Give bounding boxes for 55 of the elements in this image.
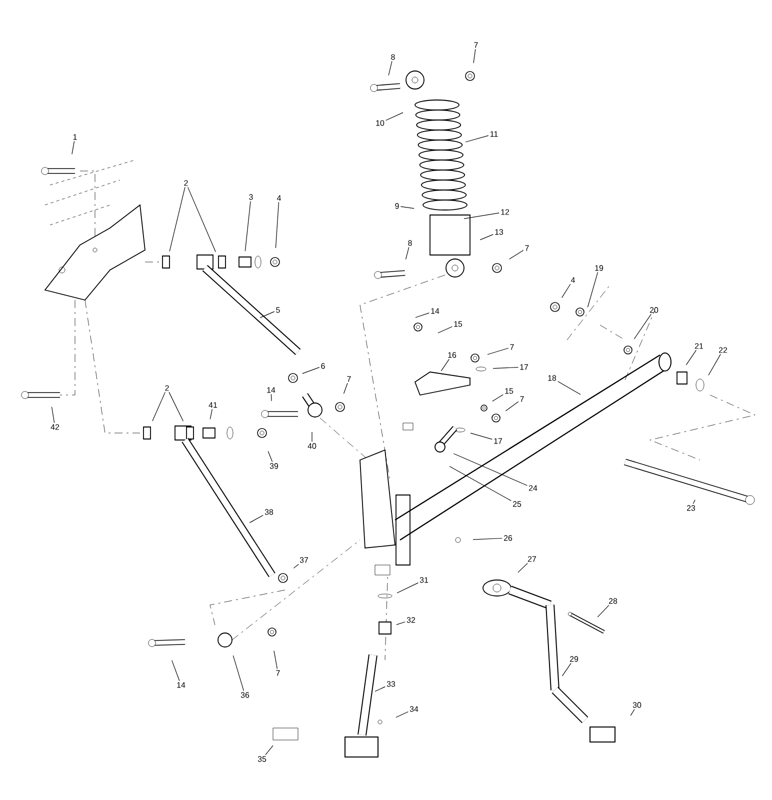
leader-line [597, 604, 610, 618]
leader-line [386, 112, 404, 121]
leader-line [492, 394, 504, 402]
leader-line [169, 186, 186, 252]
leader-line [188, 186, 216, 252]
leader-line [51, 406, 55, 424]
leader-line [562, 284, 571, 298]
leader-line [470, 432, 492, 440]
leader-line [388, 60, 392, 76]
leader-line [396, 711, 408, 718]
leader-line [686, 350, 696, 366]
leader-line [505, 401, 519, 412]
leader-line [438, 326, 452, 334]
leader-line [587, 272, 598, 308]
leader-line [464, 212, 500, 219]
leader-line [487, 348, 509, 355]
leader-line [302, 367, 320, 374]
leader-line [274, 650, 278, 670]
leader-line [465, 135, 489, 142]
leader-line [415, 312, 430, 318]
leader-line [270, 394, 272, 402]
leader-line [449, 466, 512, 502]
leader-line [509, 250, 524, 260]
leader-line [558, 381, 581, 395]
leader-line [480, 234, 494, 240]
leader-line [453, 453, 528, 486]
leader-line [405, 246, 410, 260]
leader-line [400, 206, 414, 209]
leader-line [244, 200, 251, 252]
leader-line [275, 202, 280, 248]
leader-line [260, 311, 275, 318]
leader-line [172, 660, 180, 682]
leader-line [708, 354, 721, 376]
leader-line [249, 514, 264, 523]
leader-line [343, 382, 348, 394]
leader-line [268, 450, 273, 462]
leader-line [210, 408, 212, 420]
leader-line [492, 366, 518, 369]
leader-line [472, 538, 502, 540]
leader-line [72, 140, 75, 154]
leader-line [518, 562, 528, 573]
leader-line [473, 48, 476, 64]
leader-line [562, 662, 572, 676]
leader-line [293, 564, 299, 568]
leader-line [440, 358, 450, 372]
leader-line [265, 745, 274, 756]
leader-line [152, 392, 166, 422]
leader-line [630, 708, 635, 716]
leader-line [396, 582, 418, 594]
leader-line [396, 622, 406, 625]
leader-line [232, 655, 244, 692]
leader-line [692, 500, 696, 504]
leader-line [634, 314, 652, 340]
leader-line [168, 392, 184, 422]
leader-line [374, 686, 386, 692]
